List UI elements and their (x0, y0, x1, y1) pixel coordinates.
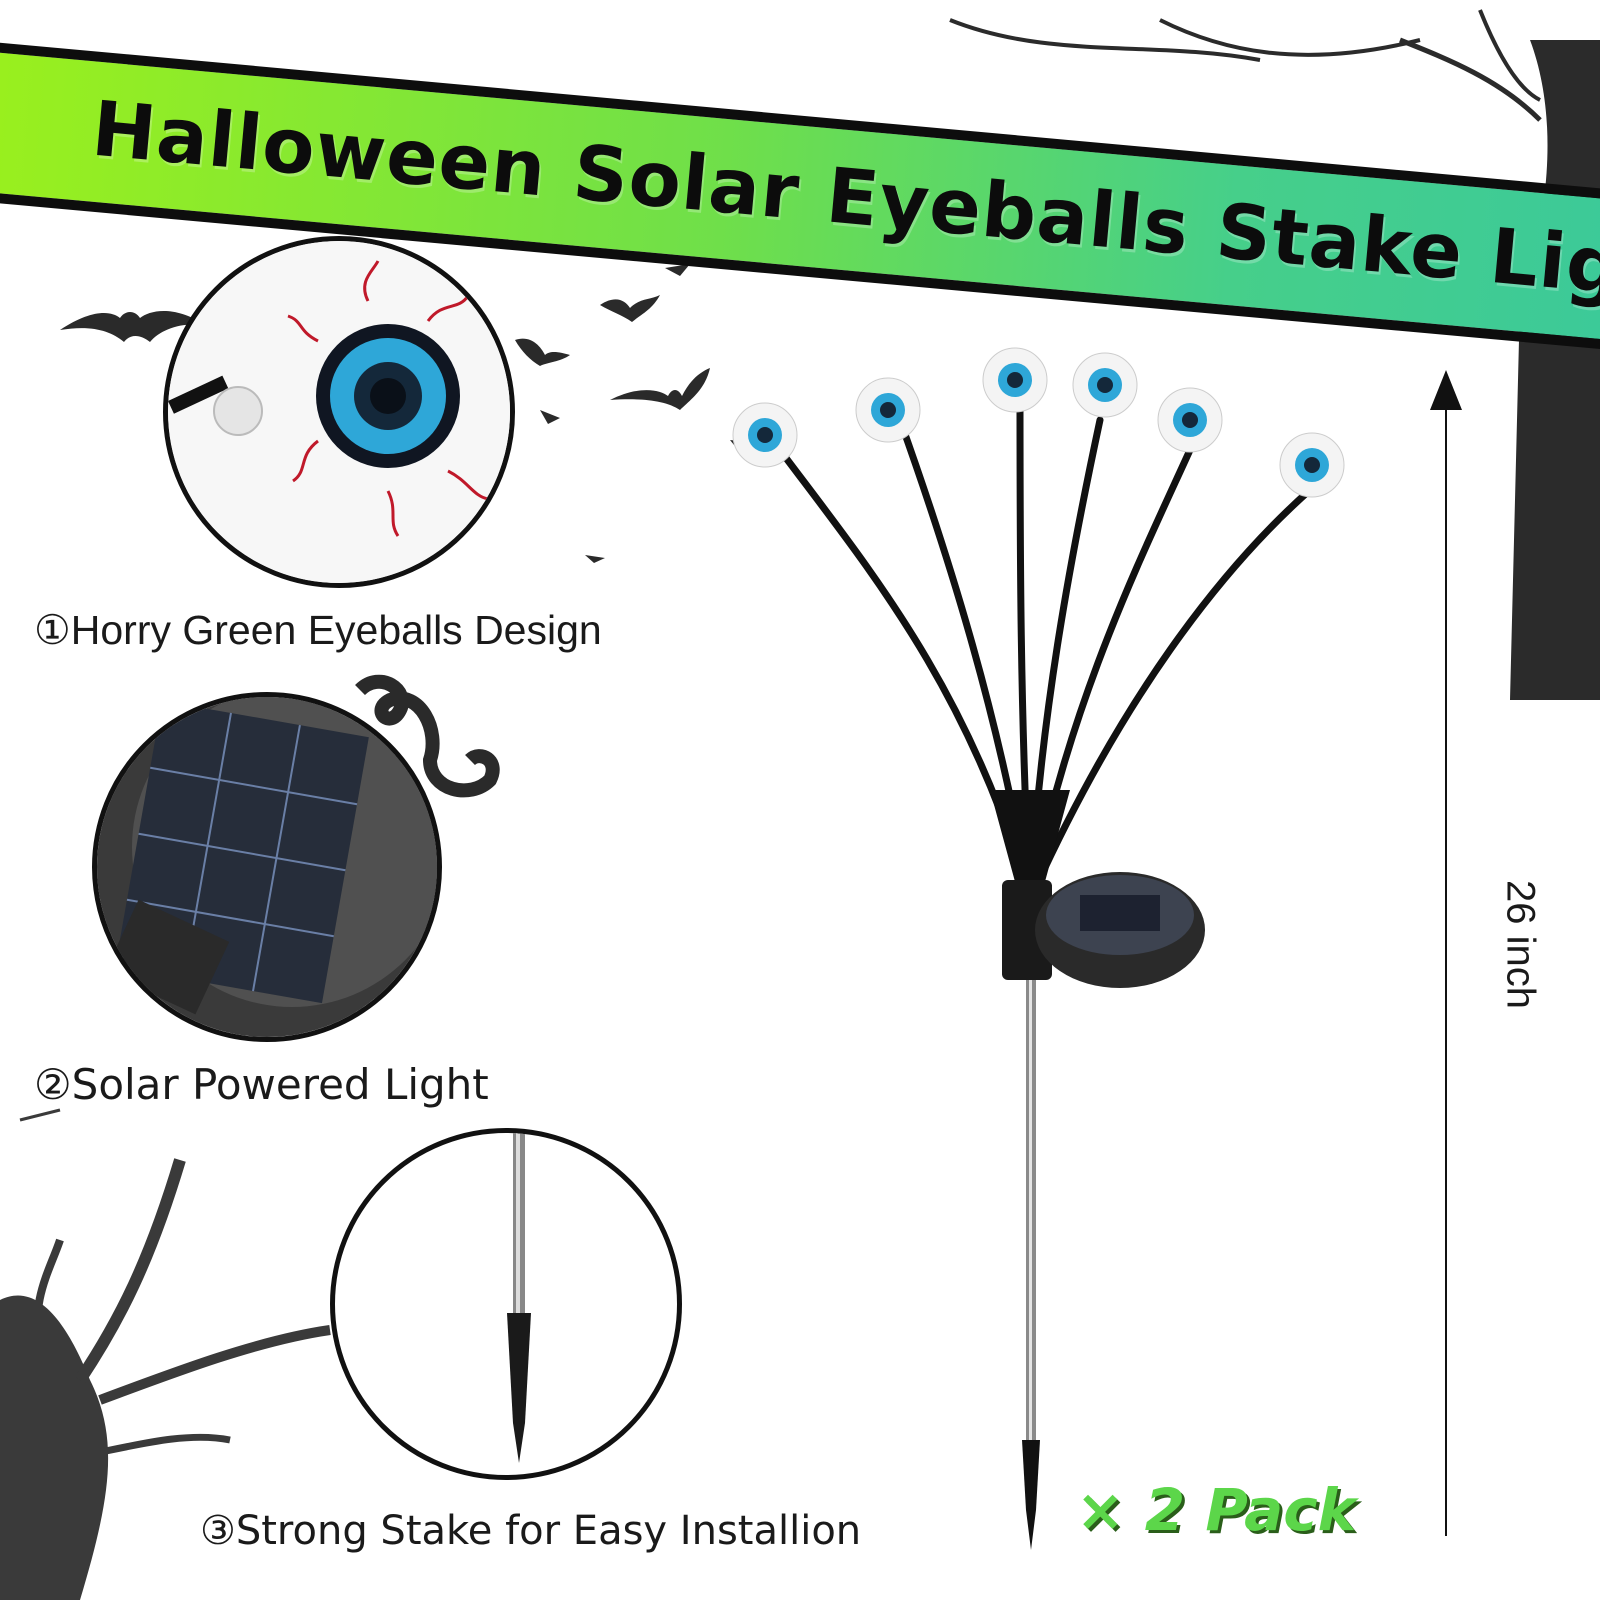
pack-count-label: × 2 Pack (1076, 1476, 1357, 1544)
feature-image-eyeball (163, 236, 515, 588)
feature-caption-solar: ②Solar Powered Light (34, 1060, 489, 1109)
feature-caption-stake: ③Strong Stake for Easy Installion (200, 1508, 862, 1554)
swirl-ornament (355, 674, 500, 798)
bat-silhouettes (60, 264, 748, 563)
feature-image-stake (330, 1128, 682, 1480)
eyeball-closeup-icon (168, 241, 510, 583)
dimension-arrow (1430, 370, 1462, 1536)
feature-caption-eyeballs: ①Horry Green Eyeballs Design (34, 607, 602, 653)
feature-image-solar-panel (92, 692, 442, 1042)
dimension-label: 26 inch (1498, 880, 1543, 1009)
solar-panel-icon (97, 697, 437, 1037)
stake-icon (507, 1133, 531, 1463)
product-stake-light (732, 347, 1345, 1550)
product-eyeballs (732, 347, 1345, 498)
tree-silhouette-bottom-left (0, 1108, 331, 1600)
